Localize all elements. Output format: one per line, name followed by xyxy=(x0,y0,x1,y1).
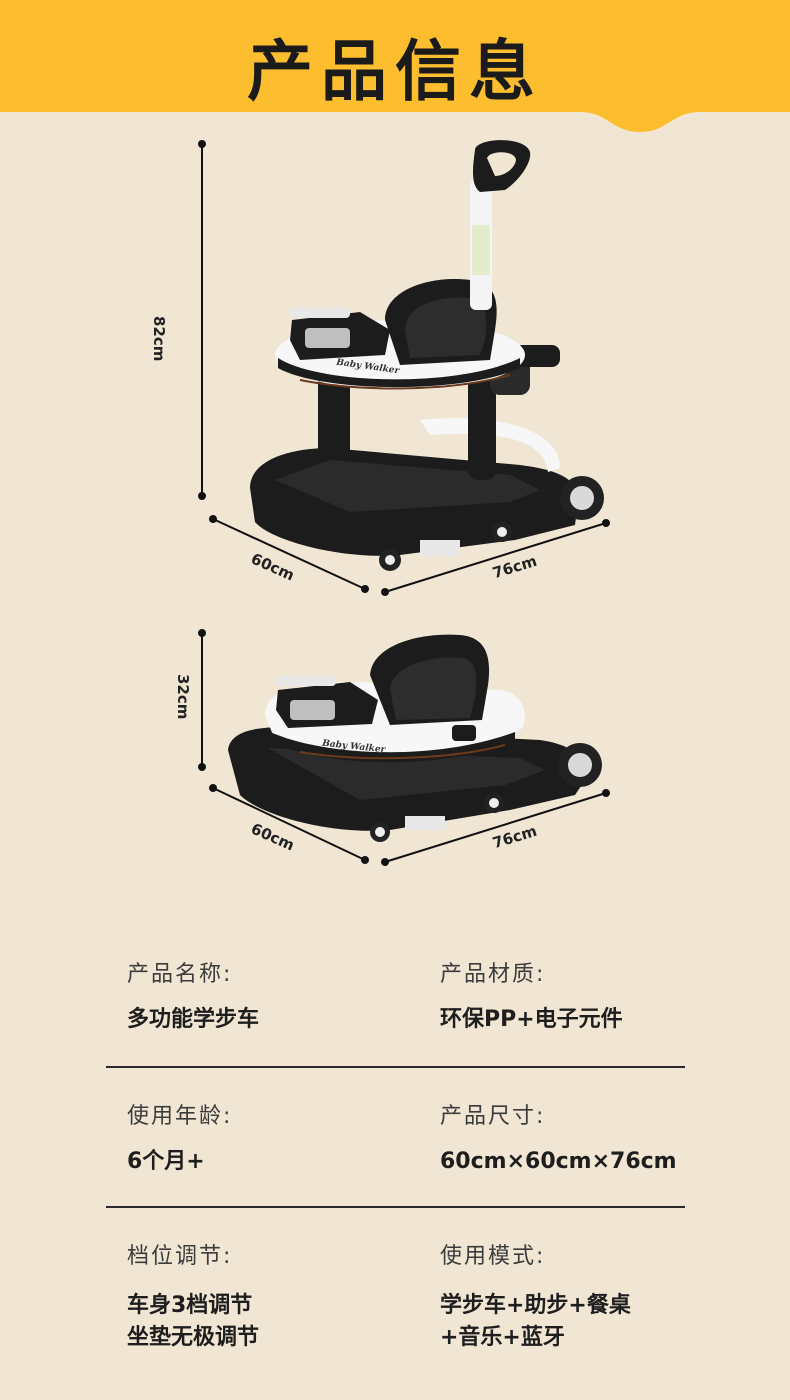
spec-value-line: +音乐+蓝牙 xyxy=(440,1325,565,1350)
height-label: 32cm xyxy=(174,674,192,720)
spec-value: 60cm×60cm×76cm xyxy=(440,1149,677,1174)
spec-label: 产品材质: xyxy=(440,962,546,987)
divider xyxy=(106,1066,685,1068)
spec-value: 6个月+ xyxy=(127,1149,205,1174)
spec-value: 环保PP+电子元件 xyxy=(440,1007,623,1032)
height-label: 82cm xyxy=(150,316,168,362)
spec-value-line: 车身3档调节 xyxy=(127,1293,253,1318)
spec-label: 档位调节: xyxy=(127,1244,233,1269)
header-banner: 产品信息 xyxy=(0,0,790,140)
page-title: 产品信息 xyxy=(247,33,543,110)
divider xyxy=(106,1206,685,1208)
spec-label: 产品尺寸: xyxy=(440,1104,546,1129)
product-figure-tall: 82cm 60cm 76cm Baby Walker xyxy=(0,130,790,610)
spec-label: 使用模式: xyxy=(440,1244,546,1269)
spec-label: 使用年龄: xyxy=(127,1104,233,1129)
product-figure-low: 32cm 60cm 76cm Baby Walker xyxy=(0,620,790,880)
spec-value-line: 坐垫无极调节 xyxy=(127,1325,260,1350)
spec-value-line: 学步车+助步+餐桌 xyxy=(440,1293,631,1318)
dimension-lines xyxy=(201,144,607,593)
spec-value: 多功能学步车 xyxy=(127,1007,260,1032)
spec-label: 产品名称: xyxy=(127,962,233,987)
